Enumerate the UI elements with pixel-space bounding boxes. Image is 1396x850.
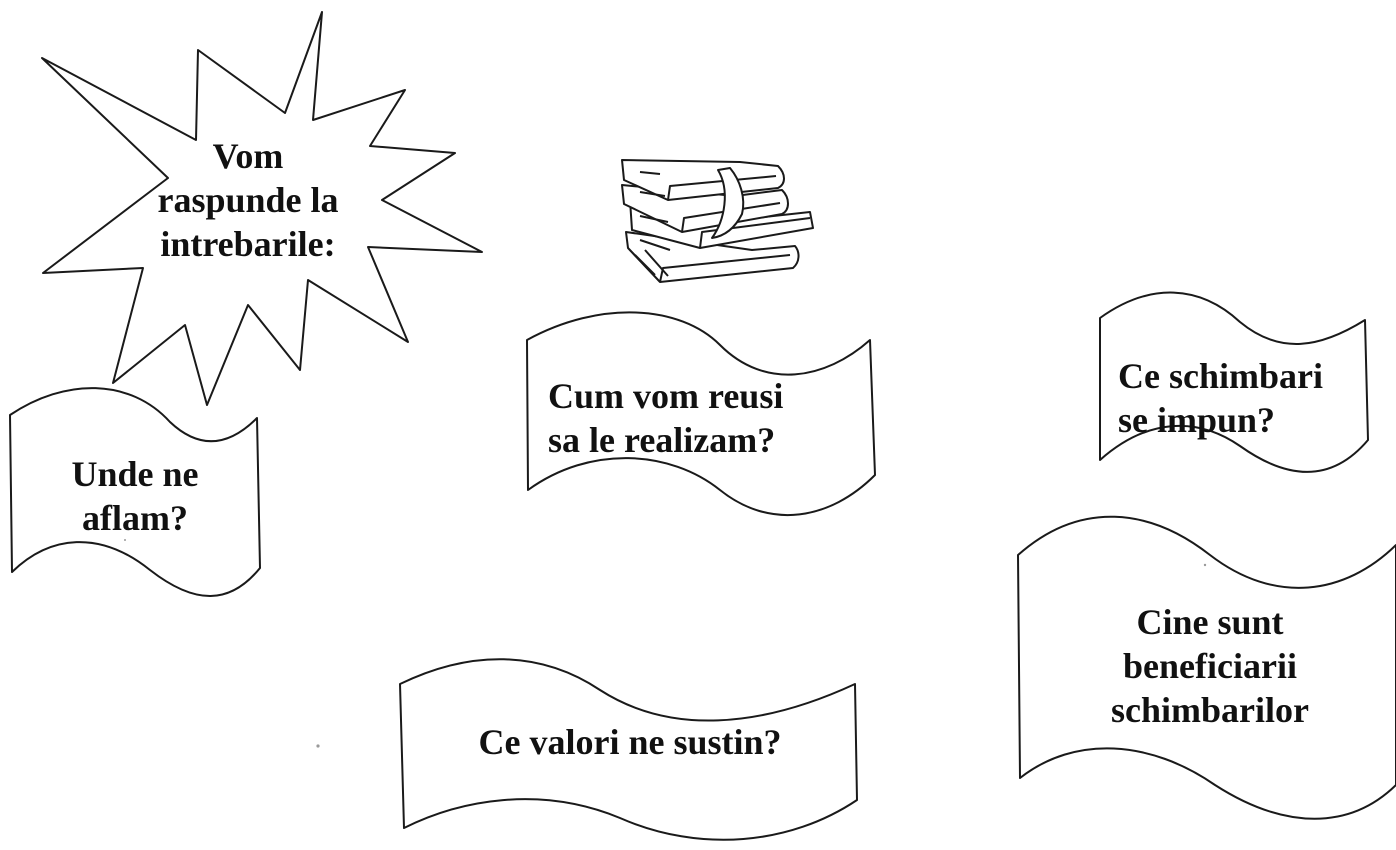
scan-speck [316, 744, 320, 748]
banner-cine-line3: schimbarilor [1111, 690, 1309, 730]
scan-speck [1203, 563, 1207, 567]
banner-cine-label: Cine sunt beneficiarii schimbarilor [1090, 600, 1330, 732]
banner-cum-shape [526, 311, 876, 517]
starburst-shape [41, 11, 483, 406]
starburst-label-line3: intrebarile: [160, 224, 336, 264]
banner-schimbari-line2: se impun? [1118, 400, 1276, 440]
banner-cine-shape [1017, 515, 1396, 820]
starburst-label-line1: Vom [212, 136, 284, 176]
scan-speck [124, 539, 126, 541]
banner-cum-label: Cum vom reusi sa le realizam? [548, 374, 848, 462]
banner-unde-label: Unde ne aflam? [40, 452, 230, 540]
banner-cum-line2: sa le realizam? [548, 420, 776, 460]
banner-cine-line2: beneficiarii [1123, 646, 1297, 686]
banner-unde-shape [9, 387, 261, 597]
banner-schimbari-shape [1099, 291, 1369, 473]
banner-cine-line1: Cine sunt [1136, 602, 1284, 642]
banner-valori-line1: Ce valori ne sustin? [478, 722, 782, 762]
banner-cum-line1: Cum vom reusi [548, 376, 784, 416]
banner-valori-shape [399, 658, 858, 841]
banner-schimbari-line1: Ce schimbari [1118, 356, 1323, 396]
starburst-label: Vom raspunde la intrebarile: [140, 134, 356, 266]
banner-valori-label: Ce valori ne sustin? [440, 720, 820, 764]
banner-unde-line1: Unde ne [71, 454, 199, 494]
books-icon [621, 159, 814, 283]
banner-schimbari-label: Ce schimbari se impun? [1118, 354, 1358, 442]
starburst-label-line2: raspunde la [157, 180, 339, 220]
banner-unde-line2: aflam? [82, 498, 188, 538]
